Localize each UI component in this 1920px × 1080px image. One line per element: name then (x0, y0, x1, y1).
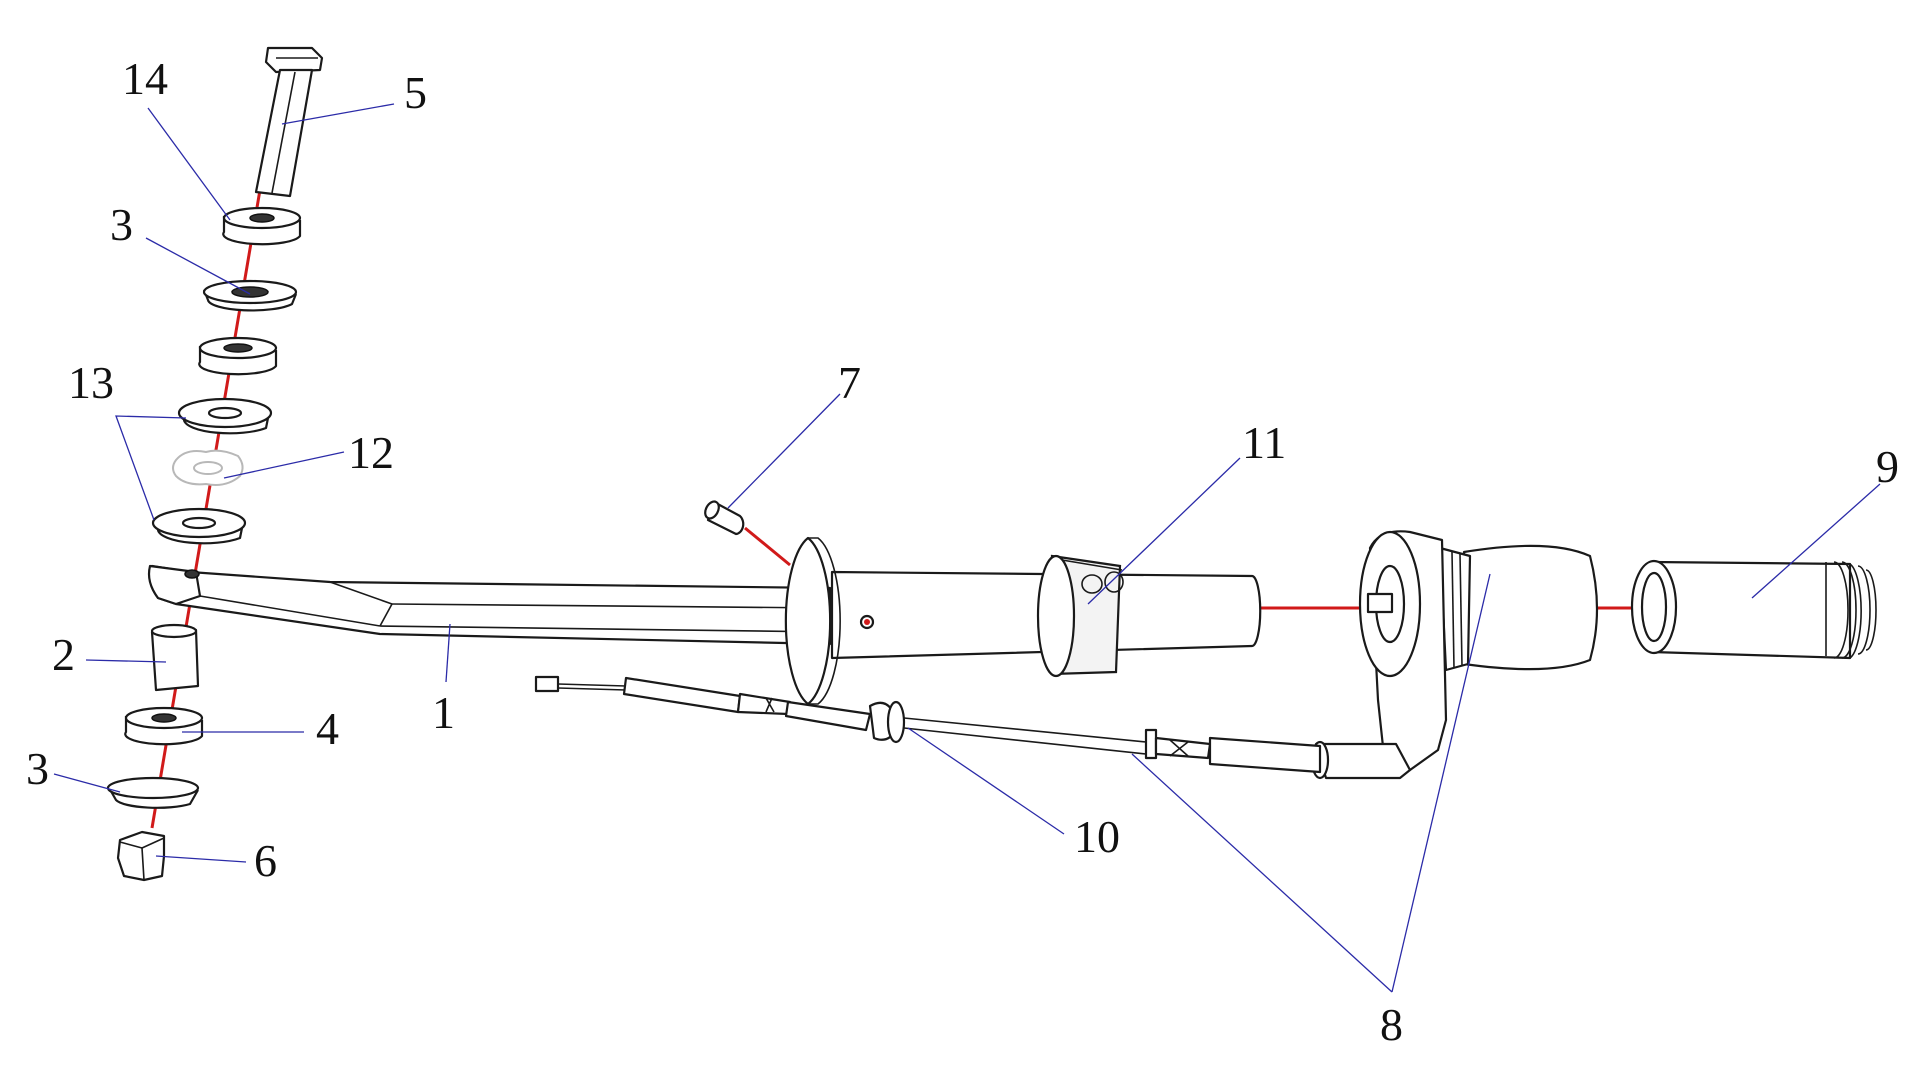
throttle-cable (534, 675, 1322, 774)
throttle-assembly (1310, 530, 1599, 780)
bushing-2 (150, 623, 200, 692)
pin (704, 500, 745, 536)
callout-14: 14 (122, 53, 168, 104)
conical-washer-upper (202, 279, 298, 312)
pin-axis (744, 526, 791, 567)
leader-10 (907, 727, 1065, 835)
flat-washer-upper (177, 397, 273, 435)
leader-12 (223, 451, 345, 479)
washer-14 (222, 206, 302, 246)
callout-13: 13 (68, 357, 114, 408)
callout-labels: 14 5 3 13 12 7 11 9 2 4 1 3 6 10 8 (26, 53, 1899, 1050)
callout-12: 12 (348, 427, 394, 478)
leader-8-cable (1131, 753, 1393, 993)
callout-11: 11 (1242, 417, 1286, 468)
clamp-collar (1036, 554, 1124, 678)
conical-washer-lower (106, 776, 200, 809)
bolt (254, 46, 324, 198)
leader-11 (1087, 457, 1241, 605)
callout-4: 4 (316, 703, 339, 754)
leader-1 (445, 623, 451, 683)
callout-10: 10 (1074, 811, 1120, 862)
leader-3-lower (53, 773, 121, 793)
lever-arm (147, 564, 832, 646)
leader-8-grip (1391, 573, 1491, 993)
flat-washer-lower (151, 507, 247, 545)
handlebar-tube (784, 536, 1262, 706)
leader-3-upper (145, 237, 251, 295)
leader-14 (147, 107, 231, 221)
nut (116, 830, 166, 882)
leader-13 (115, 415, 187, 521)
grip-sleeve (1630, 559, 1877, 660)
callout-8: 8 (1380, 999, 1403, 1050)
callout-3-upper: 3 (110, 199, 133, 250)
callout-2: 2 (52, 629, 75, 680)
callout-6: 6 (254, 835, 277, 886)
leader-9 (1751, 483, 1881, 599)
lock-tab-washer (172, 449, 244, 486)
leader-lines (53, 103, 1881, 993)
leader-7 (727, 393, 841, 509)
callout-7: 7 (838, 357, 861, 408)
washer-4 (124, 706, 204, 746)
callout-5: 5 (404, 67, 427, 118)
callout-1: 1 (432, 687, 455, 738)
bushing-upper (198, 336, 278, 376)
callout-3-lower: 3 (26, 743, 49, 794)
callout-9: 9 (1876, 441, 1899, 492)
leader-5 (281, 103, 395, 125)
leader-6 (155, 855, 247, 863)
leader-2 (85, 659, 167, 663)
